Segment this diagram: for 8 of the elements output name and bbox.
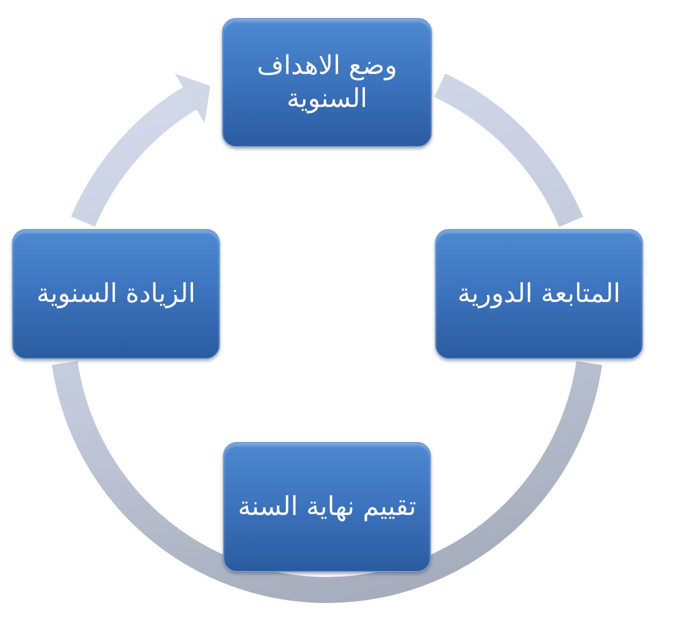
process-box: الزيادة السنوية xyxy=(12,229,220,359)
process-box: تقييم نهاية السنة xyxy=(223,442,431,572)
process-box: المتابعة الدورية xyxy=(435,229,643,359)
curved-connector xyxy=(52,360,328,603)
curved-connector xyxy=(326,360,602,603)
process-box: وضع الاهداف السنوية xyxy=(222,18,432,147)
curved-arrow xyxy=(71,74,210,228)
curved-connector xyxy=(434,74,583,228)
